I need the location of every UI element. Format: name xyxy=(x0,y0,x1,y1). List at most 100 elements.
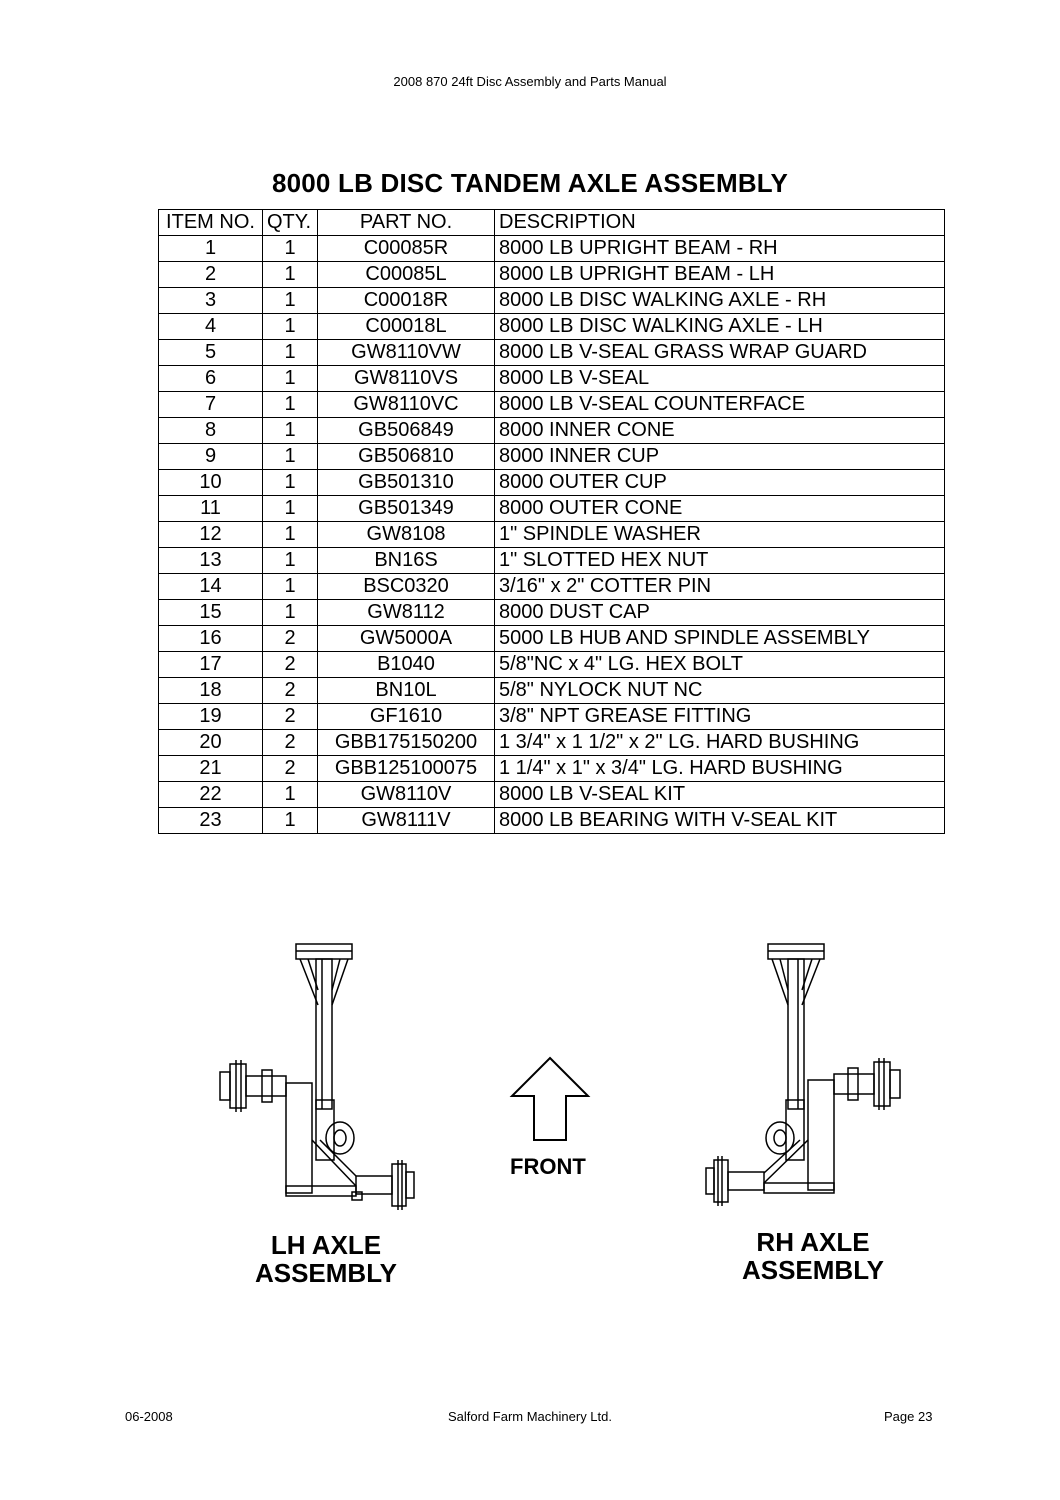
cell-item-no: 11 xyxy=(158,495,263,522)
cell-description: 8000 LB DISC WALKING AXLE - RH xyxy=(494,287,945,314)
cell-part-no: GB506810 xyxy=(317,443,495,470)
cell-qty: 1 xyxy=(262,391,318,418)
cell-description: 8000 LB UPRIGHT BEAM - RH xyxy=(494,235,945,262)
cell-qty: 1 xyxy=(262,469,318,496)
cell-qty: 1 xyxy=(262,443,318,470)
lh-axle-label: LH AXLE ASSEMBLY xyxy=(226,1231,426,1287)
cell-item-no: 21 xyxy=(158,755,263,782)
cell-part-no: GW8110VS xyxy=(317,365,495,392)
cell-qty: 1 xyxy=(262,287,318,314)
cell-description: 5/8"NC x 4" LG. HEX BOLT xyxy=(494,651,945,678)
cell-item-no: 5 xyxy=(158,339,263,366)
cell-item-no: 13 xyxy=(158,547,263,574)
cell-part-no: GW8112 xyxy=(317,599,495,626)
cell-item-no: 1 xyxy=(158,235,263,262)
rh-axle-label-line1: RH AXLE xyxy=(756,1227,870,1257)
cell-item-no: 2 xyxy=(158,261,263,288)
cell-part-no: GW8110V xyxy=(317,781,495,808)
cell-qty: 1 xyxy=(262,807,318,834)
column-header-part-no: PART NO. xyxy=(317,209,495,236)
cell-qty: 2 xyxy=(262,703,318,730)
cell-item-no: 6 xyxy=(158,365,263,392)
cell-item-no: 10 xyxy=(158,469,263,496)
cell-part-no: BSC0320 xyxy=(317,573,495,600)
front-label: FRONT xyxy=(510,1154,586,1179)
front-arrow-icon xyxy=(509,1056,591,1141)
cell-qty: 1 xyxy=(262,235,318,262)
cell-part-no: GF1610 xyxy=(317,703,495,730)
cell-part-no: GW8110VW xyxy=(317,339,495,366)
column-header-qty: QTY. xyxy=(262,209,318,236)
cell-qty: 1 xyxy=(262,781,318,808)
cell-part-no: GBB175150200 xyxy=(317,729,495,756)
cell-description: 1 1/4" x 1" x 3/4" LG. HARD BUSHING xyxy=(494,755,945,782)
cell-description: 8000 DUST CAP xyxy=(494,599,945,626)
cell-description: 8000 LB V-SEAL xyxy=(494,365,945,392)
cell-part-no: GB501310 xyxy=(317,469,495,496)
cell-part-no: C00085L xyxy=(317,261,495,288)
rh-axle-drawing xyxy=(705,943,901,1206)
cell-qty: 1 xyxy=(262,521,318,548)
footer-date: 06-2008 xyxy=(125,1409,173,1424)
cell-part-no: GW5000A xyxy=(317,625,495,652)
lh-axle-drawing xyxy=(219,943,415,1210)
cell-qty: 1 xyxy=(262,313,318,340)
cell-description: 8000 LB BEARING WITH V-SEAL KIT xyxy=(494,807,945,834)
cell-item-no: 19 xyxy=(158,703,263,730)
cell-item-no: 3 xyxy=(158,287,263,314)
cell-description: 8000 LB DISC WALKING AXLE - LH xyxy=(494,313,945,340)
cell-description: 1 3/4" x 1 1/2" x 2" LG. HARD BUSHING xyxy=(494,729,945,756)
cell-qty: 2 xyxy=(262,677,318,704)
cell-description: 3/8" NPT GREASE FITTING xyxy=(494,703,945,730)
cell-part-no: GB501349 xyxy=(317,495,495,522)
cell-description: 5000 LB HUB AND SPINDLE ASSEMBLY xyxy=(494,625,945,652)
cell-item-no: 4 xyxy=(158,313,263,340)
cell-description: 8000 OUTER CONE xyxy=(494,495,945,522)
cell-part-no: GW8111V xyxy=(317,807,495,834)
page-title: 8000 LB DISC TANDEM AXLE ASSEMBLY xyxy=(271,168,789,198)
cell-part-no: C00018R xyxy=(317,287,495,314)
cell-description: 8000 INNER CUP xyxy=(494,443,945,470)
cell-item-no: 17 xyxy=(158,651,263,678)
cell-description: 8000 LB UPRIGHT BEAM - LH xyxy=(494,261,945,288)
axle-assembly-diagram xyxy=(219,943,901,1210)
cell-description: 8000 LB V-SEAL COUNTERFACE xyxy=(494,391,945,418)
lh-axle-label-line1: LH AXLE xyxy=(270,1230,382,1260)
cell-part-no: B1040 xyxy=(317,651,495,678)
table-header-row: ITEM NO. QTY. PART NO. DESCRIPTION xyxy=(158,209,945,236)
cell-qty: 2 xyxy=(262,755,318,782)
cell-qty: 1 xyxy=(262,261,318,288)
cell-part-no: C00085R xyxy=(317,235,495,262)
cell-description: 5/8" NYLOCK NUT NC xyxy=(494,677,945,704)
cell-qty: 1 xyxy=(262,417,318,444)
cell-qty: 1 xyxy=(262,599,318,626)
cell-description: 1" SPINDLE WASHER xyxy=(494,521,945,548)
cell-item-no: 16 xyxy=(158,625,263,652)
lh-axle-label-line2: ASSEMBLY xyxy=(254,1258,398,1288)
page-header: 2008 870 24ft Disc Assembly and Parts Ma… xyxy=(393,74,667,89)
column-header-description: DESCRIPTION xyxy=(494,209,945,236)
cell-item-no: 9 xyxy=(158,443,263,470)
cell-item-no: 7 xyxy=(158,391,263,418)
cell-qty: 1 xyxy=(262,365,318,392)
column-header-item-no: ITEM NO. xyxy=(158,209,263,236)
cell-description: 8000 OUTER CUP xyxy=(494,469,945,496)
